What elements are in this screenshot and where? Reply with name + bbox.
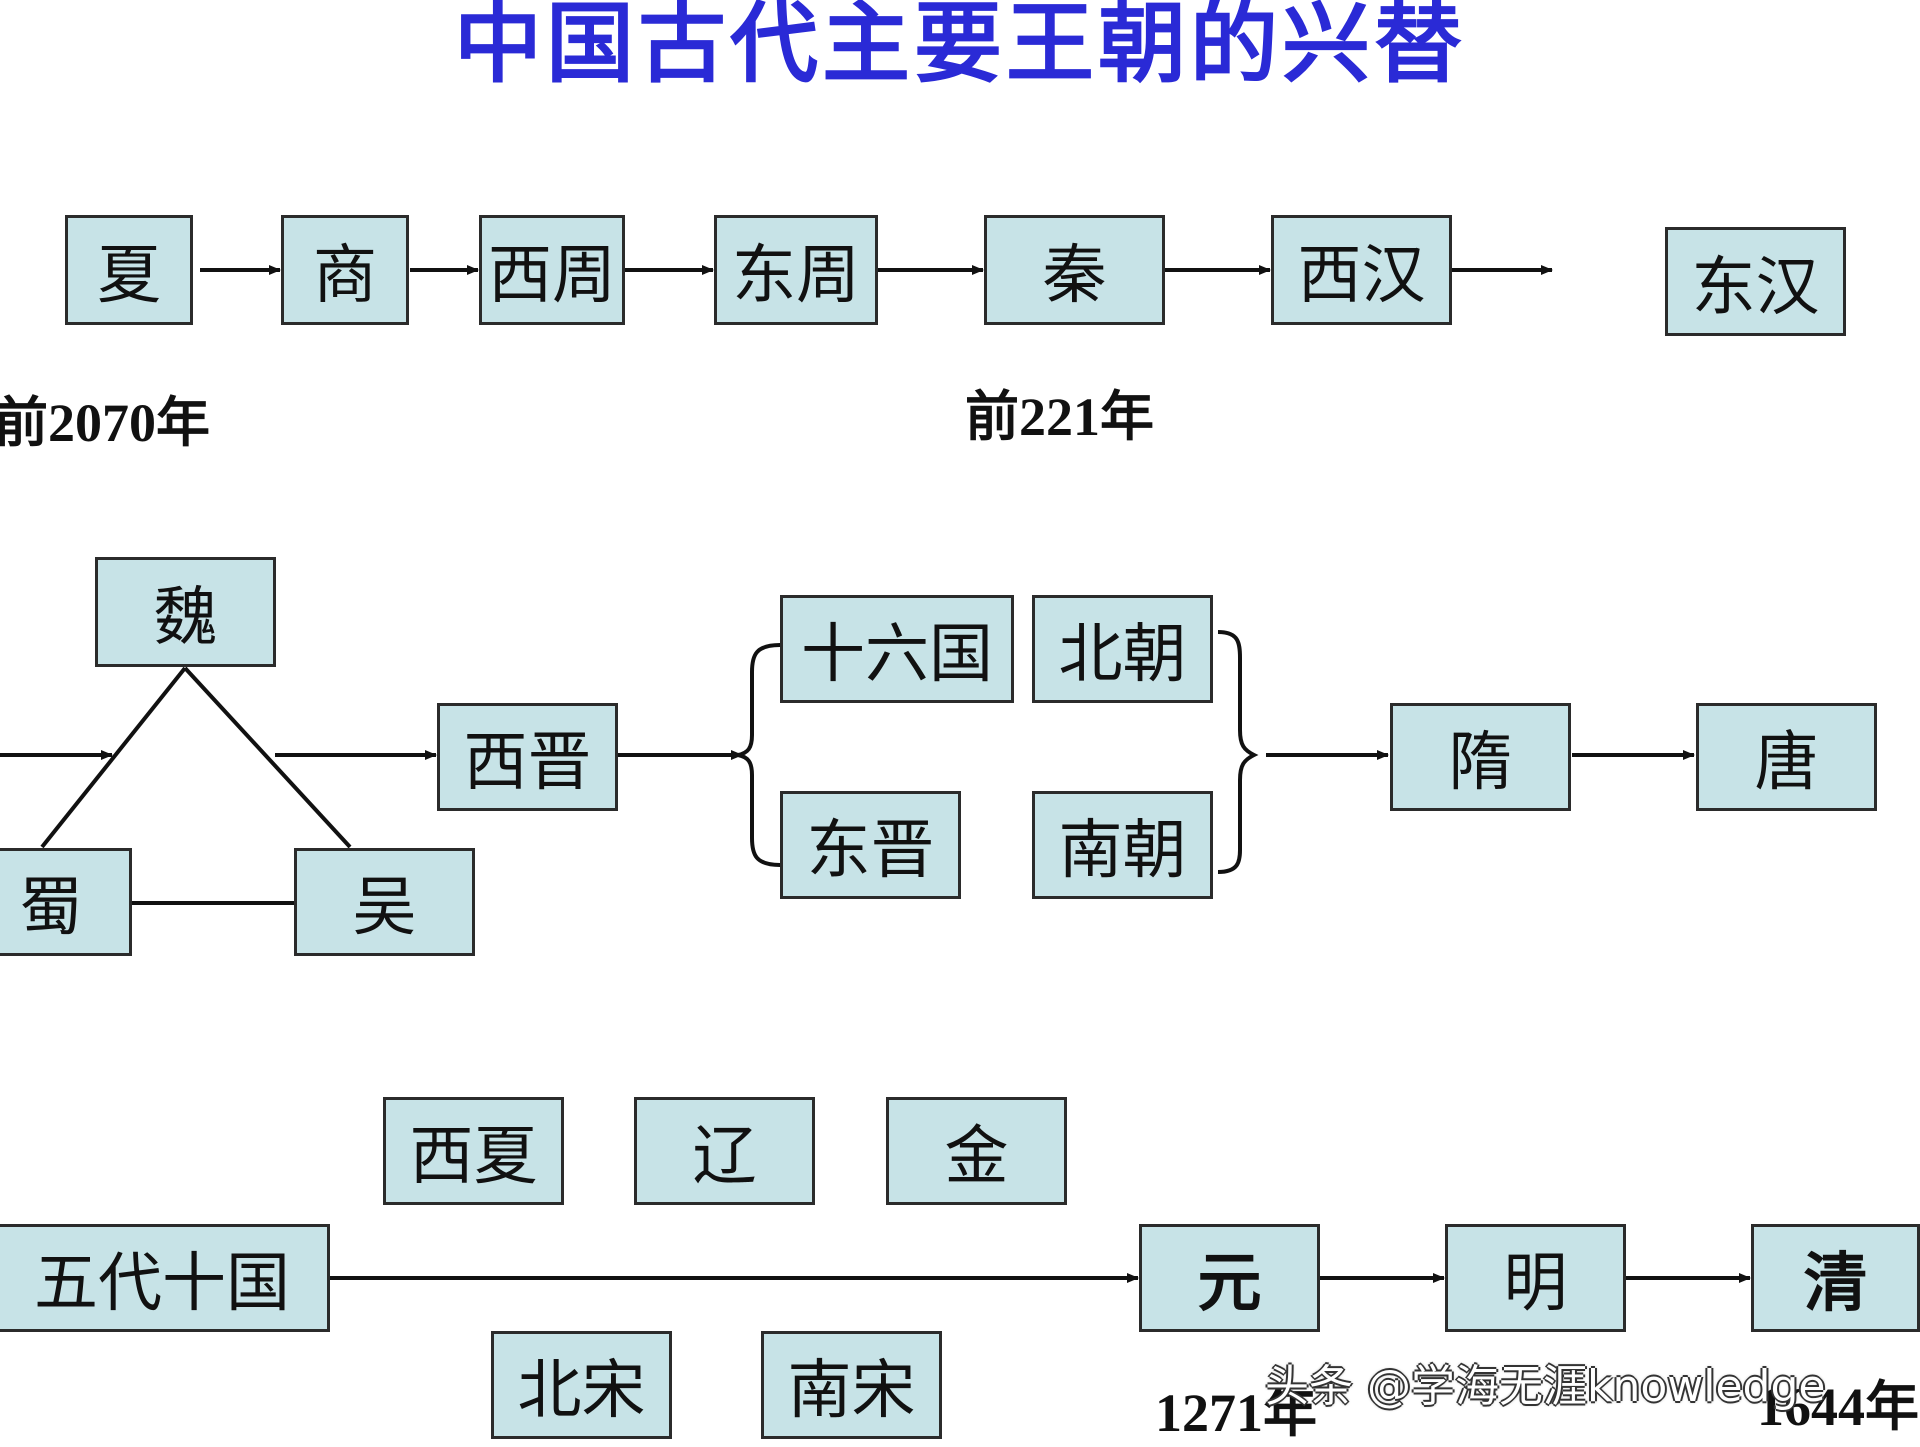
dynasty-shu: 蜀: [0, 848, 132, 956]
dynasty-sixteen-kingdoms: 十六国: [780, 595, 1014, 703]
dynasty-west-jin: 西晋: [437, 703, 618, 811]
dynasty-east-jin: 东晋: [780, 791, 961, 899]
dynasty-wei: 魏: [95, 557, 276, 667]
dynasty-south-song: 南宋: [761, 1331, 942, 1439]
dynasty-shang: 商: [281, 215, 409, 325]
dynasty-east-zhou: 东周: [714, 215, 878, 325]
watermark-text: 头条 @学海无涯knowledge: [1265, 1361, 1826, 1412]
year-label-qin: 前221年: [965, 387, 1154, 447]
dynasty-xia: 夏: [65, 215, 193, 325]
dynasty-qin: 秦: [984, 215, 1165, 325]
year-label-yuan: 1271年: [1155, 1383, 1317, 1443]
dynasty-southern-dynasties: 南朝: [1032, 791, 1213, 899]
year-label-qing: 1644年: [1757, 1377, 1919, 1437]
dynasty-jin: 金: [886, 1097, 1067, 1205]
dynasty-five-dynasties-ten-kingdoms: 五代十国: [0, 1224, 330, 1332]
dynasty-liao: 辽: [634, 1097, 815, 1205]
year-label-xia-start: 前2070年: [0, 393, 210, 453]
dynasty-west-zhou: 西周: [479, 215, 625, 325]
dynasty-east-han: 东汉: [1665, 227, 1846, 336]
dynasty-west-xia: 西夏: [383, 1097, 564, 1205]
left-brace: [737, 643, 781, 867]
line-wei-wu: [183, 666, 352, 849]
dynasty-wu: 吴: [294, 848, 475, 956]
dynasty-north-song: 北宋: [491, 1331, 672, 1439]
dynasty-ming: 明: [1445, 1224, 1626, 1332]
right-brace: [1217, 630, 1259, 874]
dynasty-northern-dynasties: 北朝: [1032, 595, 1213, 703]
line-wei-shu: [40, 666, 187, 849]
dynasty-west-han: 西汉: [1271, 215, 1452, 325]
page-title: 中国古代主要王朝的兴替: [453, 0, 1466, 95]
dynasty-tang: 唐: [1696, 703, 1877, 811]
dynasty-yuan: 元: [1139, 1224, 1320, 1332]
dynasty-qing: 清: [1751, 1224, 1920, 1332]
dynasty-sui: 隋: [1390, 703, 1571, 811]
